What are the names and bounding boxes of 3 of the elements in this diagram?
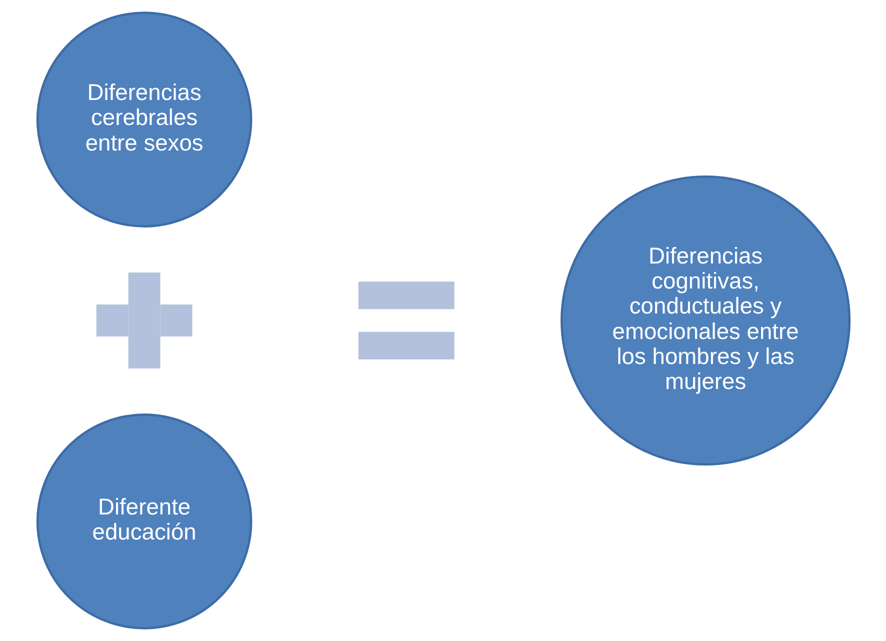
node-circle: Diferente educación [36, 414, 252, 630]
node-circle: Diferencias cerebrales entre sexos [36, 12, 252, 228]
node-circle: Diferencias cognitivas, conductuales y emocionales entre los hombres y las mujeres [560, 175, 850, 466]
